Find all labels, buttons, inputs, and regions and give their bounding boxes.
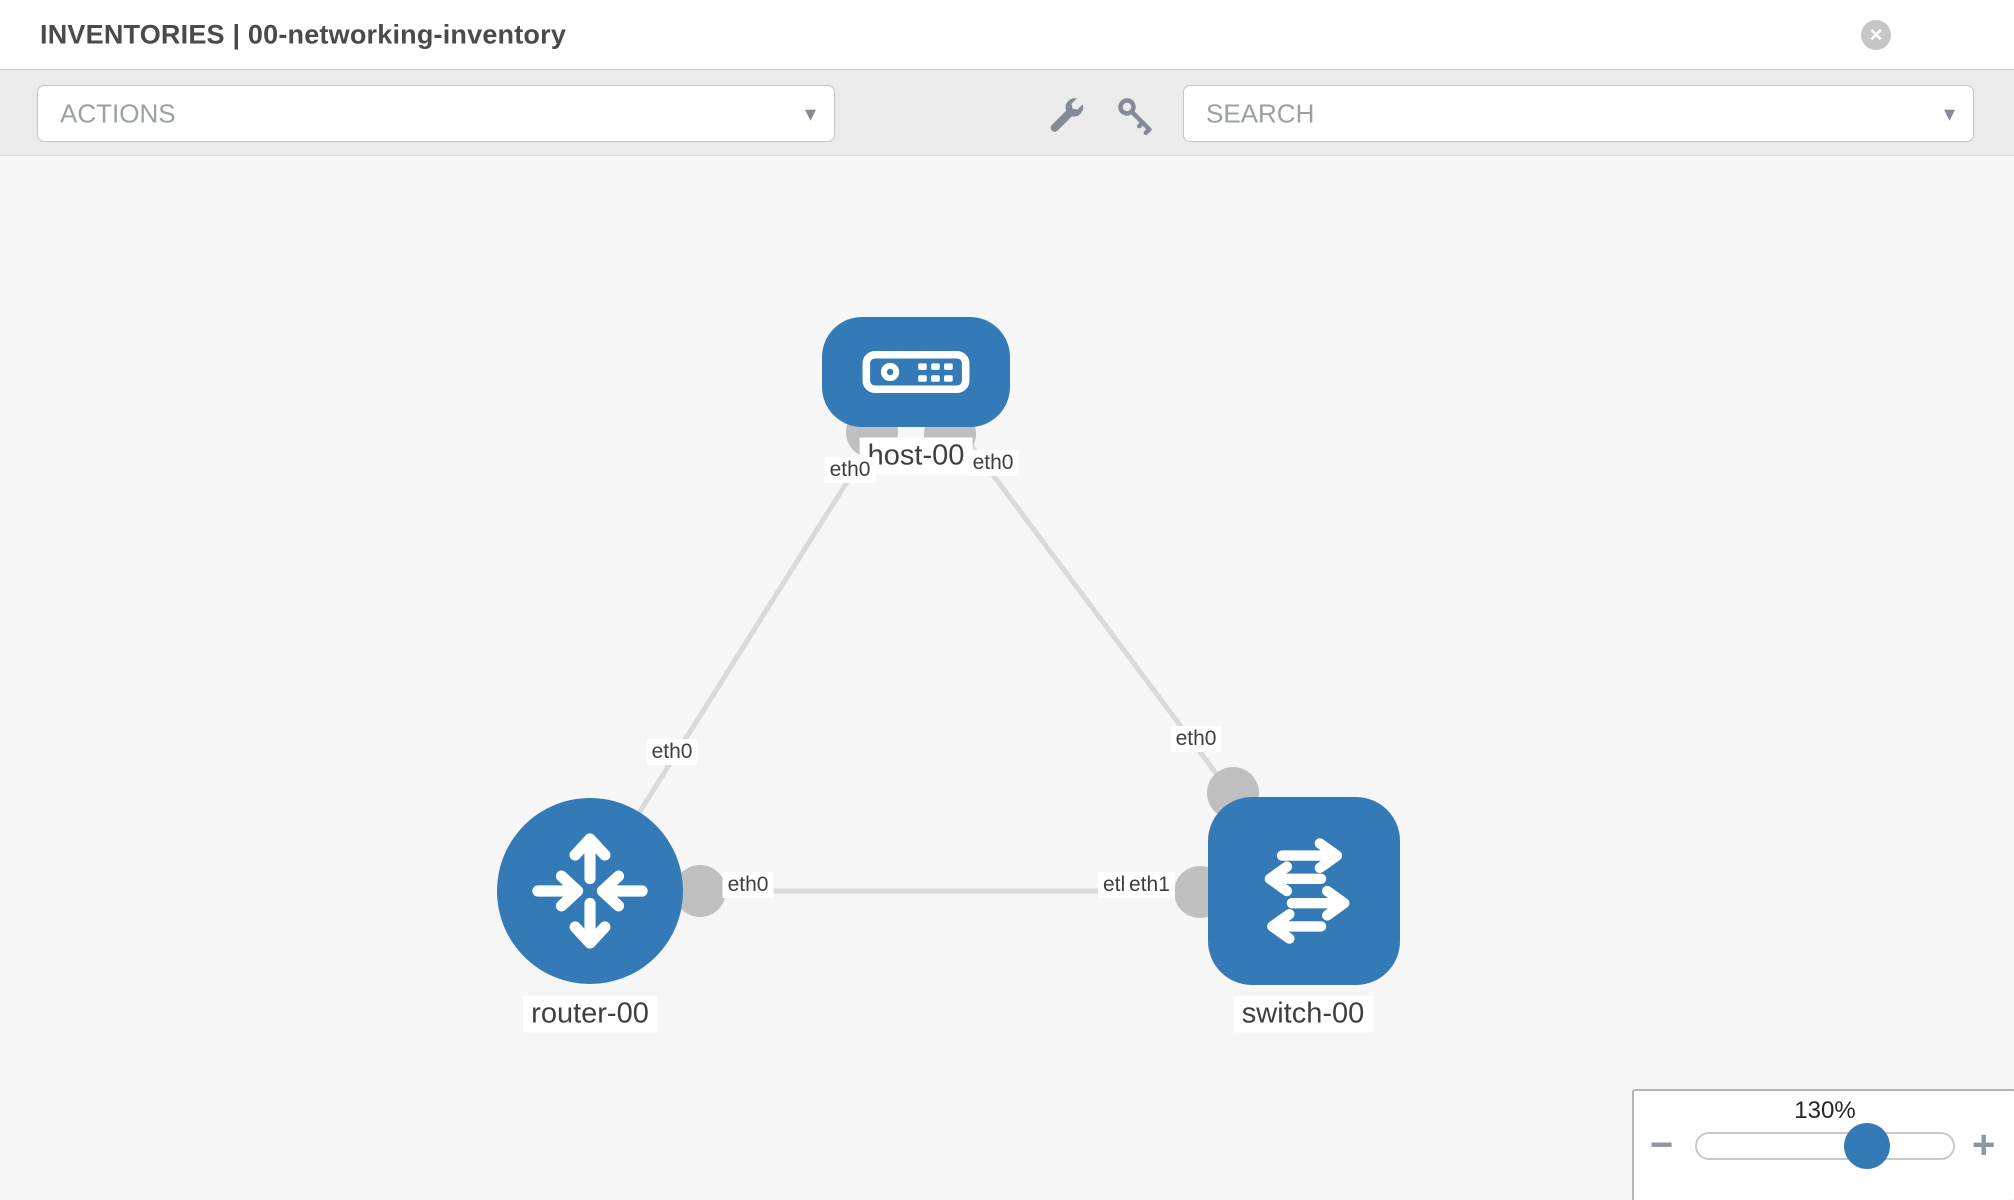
search-dropdown-label: SEARCH [1206, 98, 1315, 128]
node-switch-00[interactable] [1208, 797, 1400, 985]
port-router-eth0[interactable] [674, 865, 726, 917]
node-label-switch-00: switch-00 [1233, 995, 1373, 1033]
zoom-in-button[interactable]: + [1972, 1123, 1996, 1167]
router-icon [532, 833, 648, 949]
node-label-router-00: router-00 [523, 995, 657, 1033]
chevron-down-icon: ▾ [1943, 100, 1955, 126]
node-router-00[interactable] [497, 798, 683, 984]
zoom-out-button[interactable]: − [1650, 1123, 1674, 1167]
search-dropdown[interactable]: SEARCH ▾ [1183, 85, 1974, 142]
titlebar: INVENTORIES | 00-networking-inventory × [0, 0, 2014, 70]
if-label-router-eth0-uplink: eth0 [646, 739, 698, 765]
if-label-switch-eth0-top: eth0 [1170, 726, 1222, 752]
zoom-control-panel: 130% − + [1632, 1089, 2014, 1200]
if-label-host-eth0-left: eth0 [824, 457, 876, 483]
key-icon[interactable] [1115, 95, 1155, 135]
node-label-host-00: host-00 [859, 437, 973, 475]
actions-dropdown-label: ACTIONS [60, 98, 176, 128]
zoom-slider-track[interactable] [1695, 1123, 1955, 1169]
switch-icon [1264, 838, 1350, 944]
close-icon: × [1869, 22, 1883, 47]
page-title: INVENTORIES | 00-networking-inventory [40, 19, 567, 49]
node-host-00[interactable] [822, 317, 1010, 427]
toolbar: ACTIONS ▾ SEARCH ▾ [0, 70, 2014, 156]
wrench-icon[interactable] [1046, 95, 1086, 135]
if-label-router-eth0-right: eth0 [722, 872, 774, 898]
if-label-switch-eth1: eth1 [1124, 872, 1175, 898]
if-label-host-eth0-right: eth0 [967, 450, 1019, 476]
close-button[interactable]: × [1861, 20, 1891, 50]
topology-canvas[interactable]: host-00 router-00 switch-00 eth0 eth0 et… [0, 156, 2014, 1200]
chevron-down-icon: ▾ [804, 100, 816, 126]
host-icon [862, 350, 970, 394]
links-layer [587, 370, 1307, 918]
zoom-level-value: 130% [1794, 1097, 1856, 1124]
zoom-slider-thumb[interactable] [1844, 1123, 1890, 1169]
actions-dropdown[interactable]: ACTIONS ▾ [37, 85, 835, 142]
